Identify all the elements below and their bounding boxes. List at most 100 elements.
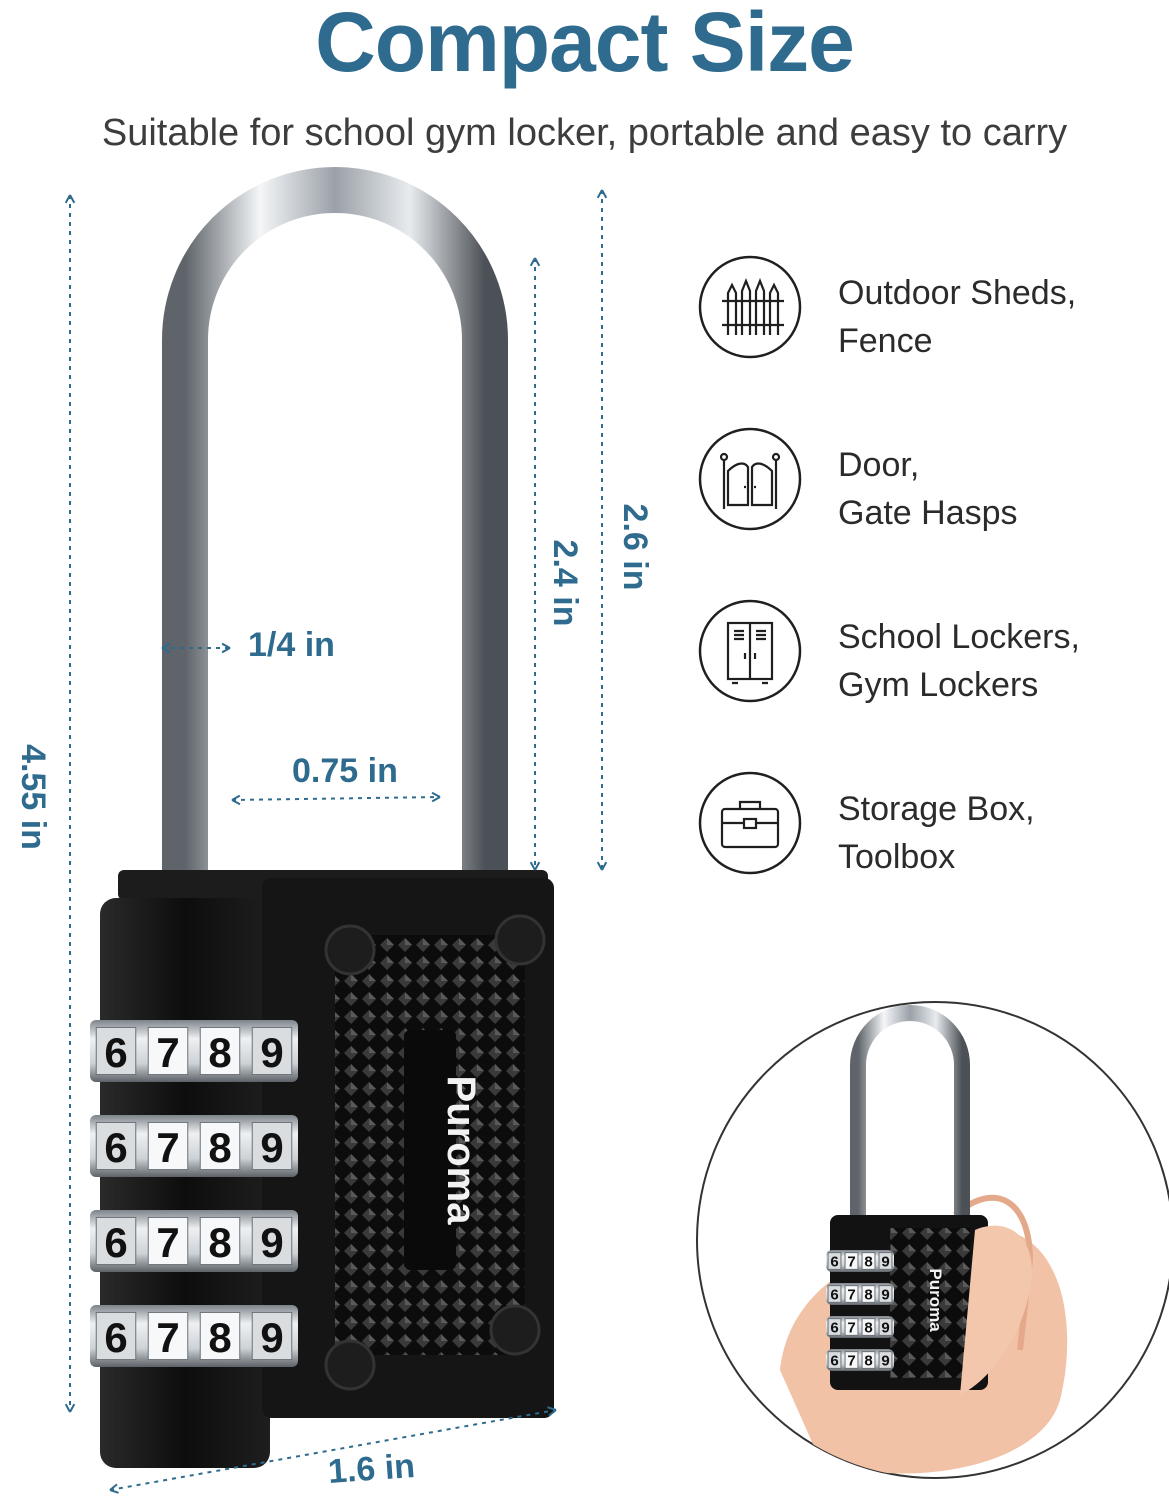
dimension-arrow	[596, 861, 608, 871]
dimension-line	[109, 1409, 557, 1491]
fence-icon	[698, 255, 802, 359]
dial-digit: 6	[830, 1353, 838, 1370]
dial-digit-cell	[878, 1285, 893, 1303]
dial-digit: 8	[208, 1314, 231, 1361]
dial-digit: 9	[260, 1219, 283, 1266]
dial-digit: 8	[864, 1320, 872, 1337]
dial-digit: 7	[156, 1029, 179, 1076]
dial-digit: 8	[208, 1029, 231, 1076]
dimension-total-height: 4.55 in	[14, 744, 52, 850]
dial-digit: 7	[847, 1320, 855, 1337]
use-item: Outdoor Sheds, Fence	[698, 255, 1158, 365]
dial-digit-cell	[95, 1026, 137, 1076]
dial-digit: 9	[881, 1287, 889, 1304]
dial-digit: 9	[260, 1314, 283, 1361]
dial-digit: 6	[104, 1314, 127, 1361]
dial-digit: 8	[208, 1219, 231, 1266]
use-label-line2: Gym Lockers	[838, 666, 1039, 704]
page-subtitle: Suitable for school gym locker, portable…	[101, 112, 1068, 154]
dimension-arrow	[231, 794, 241, 806]
dimension-shackle-outer: 2.6 in	[616, 503, 654, 591]
dial-digit-cell	[844, 1285, 859, 1303]
use-label-line2: Gate Hasps	[838, 494, 1018, 532]
inset-brand-logo: Puroma	[926, 1268, 945, 1332]
dial-digit-cell	[147, 1121, 189, 1171]
dial-ring[interactable]	[826, 1349, 894, 1371]
dial-digit-cell	[147, 1311, 189, 1361]
dimension-arrow	[64, 194, 76, 204]
dimension-body-width: 1.6 in	[326, 1447, 417, 1491]
dial-digit: 6	[830, 1287, 838, 1304]
dial-digit-cell	[199, 1216, 241, 1266]
dial-digit-cell	[251, 1216, 293, 1266]
dimension-lines	[64, 189, 608, 1494]
dimension-arrow	[161, 642, 171, 654]
use-label-line1: Outdoor Sheds,	[838, 274, 1077, 312]
dimension-shackle-diameter: 1/4 in	[248, 626, 335, 664]
toolbox-icon	[698, 771, 802, 875]
use-label-line1: Storage Box,	[838, 790, 1035, 828]
dial-digit-cell	[147, 1216, 189, 1266]
dial-digit-cell	[827, 1318, 842, 1336]
use-label-line2: Toolbox	[838, 838, 956, 876]
dial-digit: 9	[881, 1254, 889, 1271]
dial-digit: 9	[260, 1124, 283, 1171]
dial-digit: 8	[208, 1124, 231, 1171]
dial-digit: 7	[847, 1254, 855, 1271]
dimension-arrow	[109, 1483, 119, 1494]
dimension-arrow	[529, 861, 541, 871]
use-label-line2: Fence	[838, 322, 933, 360]
dial-digit-cell	[251, 1121, 293, 1171]
dimension-arrow	[64, 1403, 76, 1413]
dial-digit: 6	[830, 1254, 838, 1271]
dial-digit-cell	[844, 1318, 859, 1336]
use-item: School Lockers, Gym Lockers	[698, 599, 1158, 709]
dial-ring[interactable]	[826, 1283, 894, 1305]
dial-digit-cell	[95, 1121, 137, 1171]
dial-ring[interactable]	[90, 1210, 298, 1272]
dimension-arrow	[547, 1406, 557, 1417]
gate-icon	[698, 427, 802, 531]
dial-digit: 6	[104, 1219, 127, 1266]
dial-ring[interactable]	[826, 1316, 894, 1338]
dimension-inner-width: 0.75 in	[292, 752, 398, 790]
use-label-line1: Door,	[838, 446, 920, 484]
dial-digit: 9	[881, 1353, 889, 1370]
dial-digit: 6	[104, 1124, 127, 1171]
dial-digit: 9	[881, 1320, 889, 1337]
dial-digit: 7	[156, 1314, 179, 1361]
dimension-shackle-inner: 2.4 in	[546, 539, 584, 627]
dial-digit-cell	[199, 1311, 241, 1361]
use-item: Door, Gate Hasps	[698, 427, 1158, 537]
dial-digit: 9	[260, 1029, 283, 1076]
shackle	[162, 167, 508, 885]
brand-logo: Puroma	[439, 1076, 483, 1226]
dial-digit-cell	[878, 1318, 893, 1336]
dial-digit: 6	[830, 1320, 838, 1337]
dial-ring[interactable]	[826, 1250, 894, 1272]
dial-digit-cell	[878, 1351, 893, 1369]
dial-digit: 8	[864, 1287, 872, 1304]
dial-digit-cell	[251, 1311, 293, 1361]
dial-digit-cell	[861, 1318, 876, 1336]
dial-ring[interactable]	[90, 1020, 298, 1082]
dial-digit-cell	[861, 1252, 876, 1270]
dial-ring[interactable]	[90, 1115, 298, 1177]
dial-digit: 8	[864, 1353, 872, 1370]
dial-digit-cell	[861, 1285, 876, 1303]
dial-digit-cell	[878, 1252, 893, 1270]
locker-icon	[698, 599, 802, 703]
dial-digit-cell	[844, 1252, 859, 1270]
dimension-arrow	[221, 642, 231, 654]
dial-digit-cell	[827, 1285, 842, 1303]
dial-ring[interactable]	[90, 1305, 298, 1367]
dial-digit: 7	[156, 1219, 179, 1266]
dial-digit-cell	[199, 1121, 241, 1171]
dimension-arrow	[529, 257, 541, 267]
dimension-arrow	[596, 189, 608, 199]
dial-digit: 7	[847, 1287, 855, 1304]
dial-digit-cell	[147, 1026, 189, 1076]
